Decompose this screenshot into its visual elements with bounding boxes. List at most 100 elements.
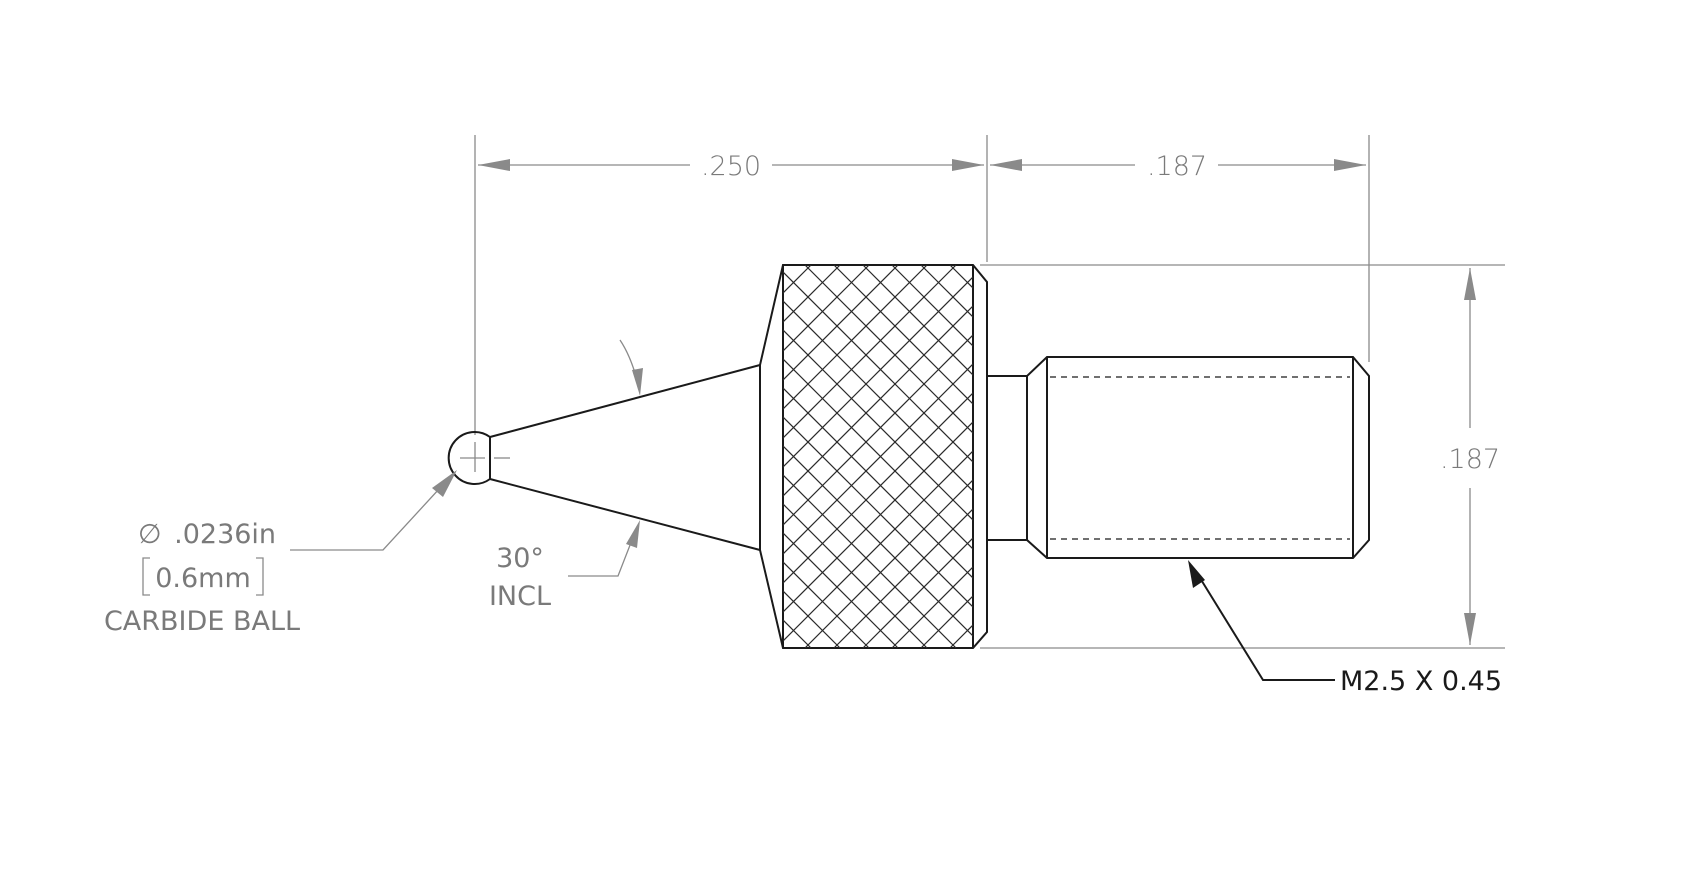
knurl-line [1385, 265, 1693, 648]
knurl-line [783, 271, 973, 463]
thread-callout: M2.5 X 0.45 [1188, 560, 1502, 697]
ball-diameter-mm: 0.6mm [155, 563, 251, 594]
knurl-line [949, 265, 973, 289]
knurl-line [833, 508, 973, 648]
knurl-line [783, 561, 870, 648]
threaded-shank [1026, 356, 1370, 559]
knurl-line [1327, 265, 1693, 648]
knurl-line [804, 479, 973, 648]
knurl-line [783, 265, 899, 381]
knurl-line [1008, 265, 1391, 648]
knurl-line [1646, 265, 1693, 648]
angle-callout: 30° INCL [489, 339, 643, 612]
knurl-line [783, 619, 812, 648]
knurl-line [1617, 265, 1693, 648]
knurl-line [862, 265, 973, 376]
knurl-line [783, 300, 973, 492]
dimension-label-head-diameter: .187 [1440, 444, 1500, 475]
knurl-line [1675, 265, 1693, 648]
knurl-line [920, 265, 973, 318]
dimension-head-diameter: .187 [1440, 268, 1500, 645]
knurl-line [979, 265, 1362, 648]
knurl-line [1095, 265, 1478, 648]
knurl-line [1211, 265, 1594, 648]
knurl-line [1008, 265, 1391, 648]
knurl-line [979, 265, 1362, 648]
extension-lines [474, 135, 1505, 649]
dimension-label-tip-to-shoulder: .250 [701, 151, 761, 182]
knurl-line [399, 265, 782, 648]
knurl-line [1530, 265, 1693, 648]
ball-material: CARBIDE BALL [104, 606, 300, 637]
carbide-ball [447, 431, 491, 485]
knurl-line [1240, 265, 1623, 648]
neck [987, 375, 1028, 541]
knurl-line [1501, 265, 1693, 648]
cone-top-edge [489, 364, 761, 438]
knurl-line [783, 387, 973, 579]
knurl-line [783, 503, 928, 648]
dimension-thread-length: .187 [990, 151, 1366, 182]
ball-leader [290, 475, 452, 551]
knurl-line [783, 265, 957, 439]
knurl-line [1617, 265, 1693, 648]
knurl-line [1559, 265, 1693, 648]
knurl-pattern [370, 265, 1693, 648]
knurl-line [804, 265, 973, 434]
knurl-line [783, 265, 928, 410]
thread-spec: M2.5 X 0.45 [1340, 666, 1502, 697]
knurl-line [370, 265, 753, 648]
dimension-label-thread-length: .187 [1147, 151, 1207, 182]
knurl-line [783, 329, 973, 521]
knurl-line [1095, 265, 1478, 648]
ball-diameter-mm-box: 0.6mm [142, 557, 264, 596]
angle-qualifier: INCL [489, 581, 551, 612]
knurled-head [759, 264, 988, 649]
knurl-line [1066, 265, 1449, 648]
knurl-line [783, 265, 812, 294]
knurl-line [1066, 265, 1449, 648]
knurl-line [1588, 265, 1693, 648]
knurl-line [1588, 265, 1693, 648]
knurl-line [783, 358, 973, 550]
knurl-line [783, 265, 870, 352]
knurl-line [783, 532, 899, 648]
cone-bottom-edge [489, 478, 761, 551]
ball-diameter-in: ∅ .0236in [138, 519, 276, 550]
knurl-line [1646, 265, 1693, 648]
knurl-line [1472, 265, 1693, 648]
angle-value: 30° [496, 543, 544, 574]
knurl-line [370, 265, 753, 648]
knurl-line [862, 537, 973, 648]
knurl-line [1501, 265, 1693, 648]
knurl-line [1356, 265, 1693, 648]
knurl-line [891, 265, 973, 347]
knurl-line [1240, 265, 1623, 648]
dimension-tip-to-shoulder: .250 [478, 151, 984, 182]
stylus-part [447, 264, 1370, 649]
knurl-line [891, 566, 973, 648]
knurl-line [1037, 265, 1420, 648]
knurl-line [1182, 265, 1565, 648]
knurl-line [1182, 265, 1565, 648]
knurl-line [920, 595, 973, 648]
knurl-line [783, 445, 973, 637]
knurl-line [1356, 265, 1693, 648]
knurl-line [1037, 265, 1420, 648]
knurl-line [833, 265, 973, 405]
knurl-line [399, 265, 782, 648]
knurl-line [1385, 265, 1693, 648]
ball-callout: ∅ .0236in 0.6mm CARBIDE BALL [104, 470, 457, 637]
knurl-line [1472, 265, 1693, 648]
knurl-line [1530, 265, 1693, 648]
knurl-line [1559, 265, 1693, 648]
knurl-line [1675, 265, 1693, 648]
knurl-line [1327, 265, 1693, 648]
thread-leader [1199, 577, 1335, 681]
knurl-line [783, 416, 973, 608]
diameter-symbol: ∅ [138, 519, 162, 550]
knurl-line [1211, 265, 1594, 648]
knurl-line [949, 624, 973, 648]
knurl-line [783, 474, 957, 648]
